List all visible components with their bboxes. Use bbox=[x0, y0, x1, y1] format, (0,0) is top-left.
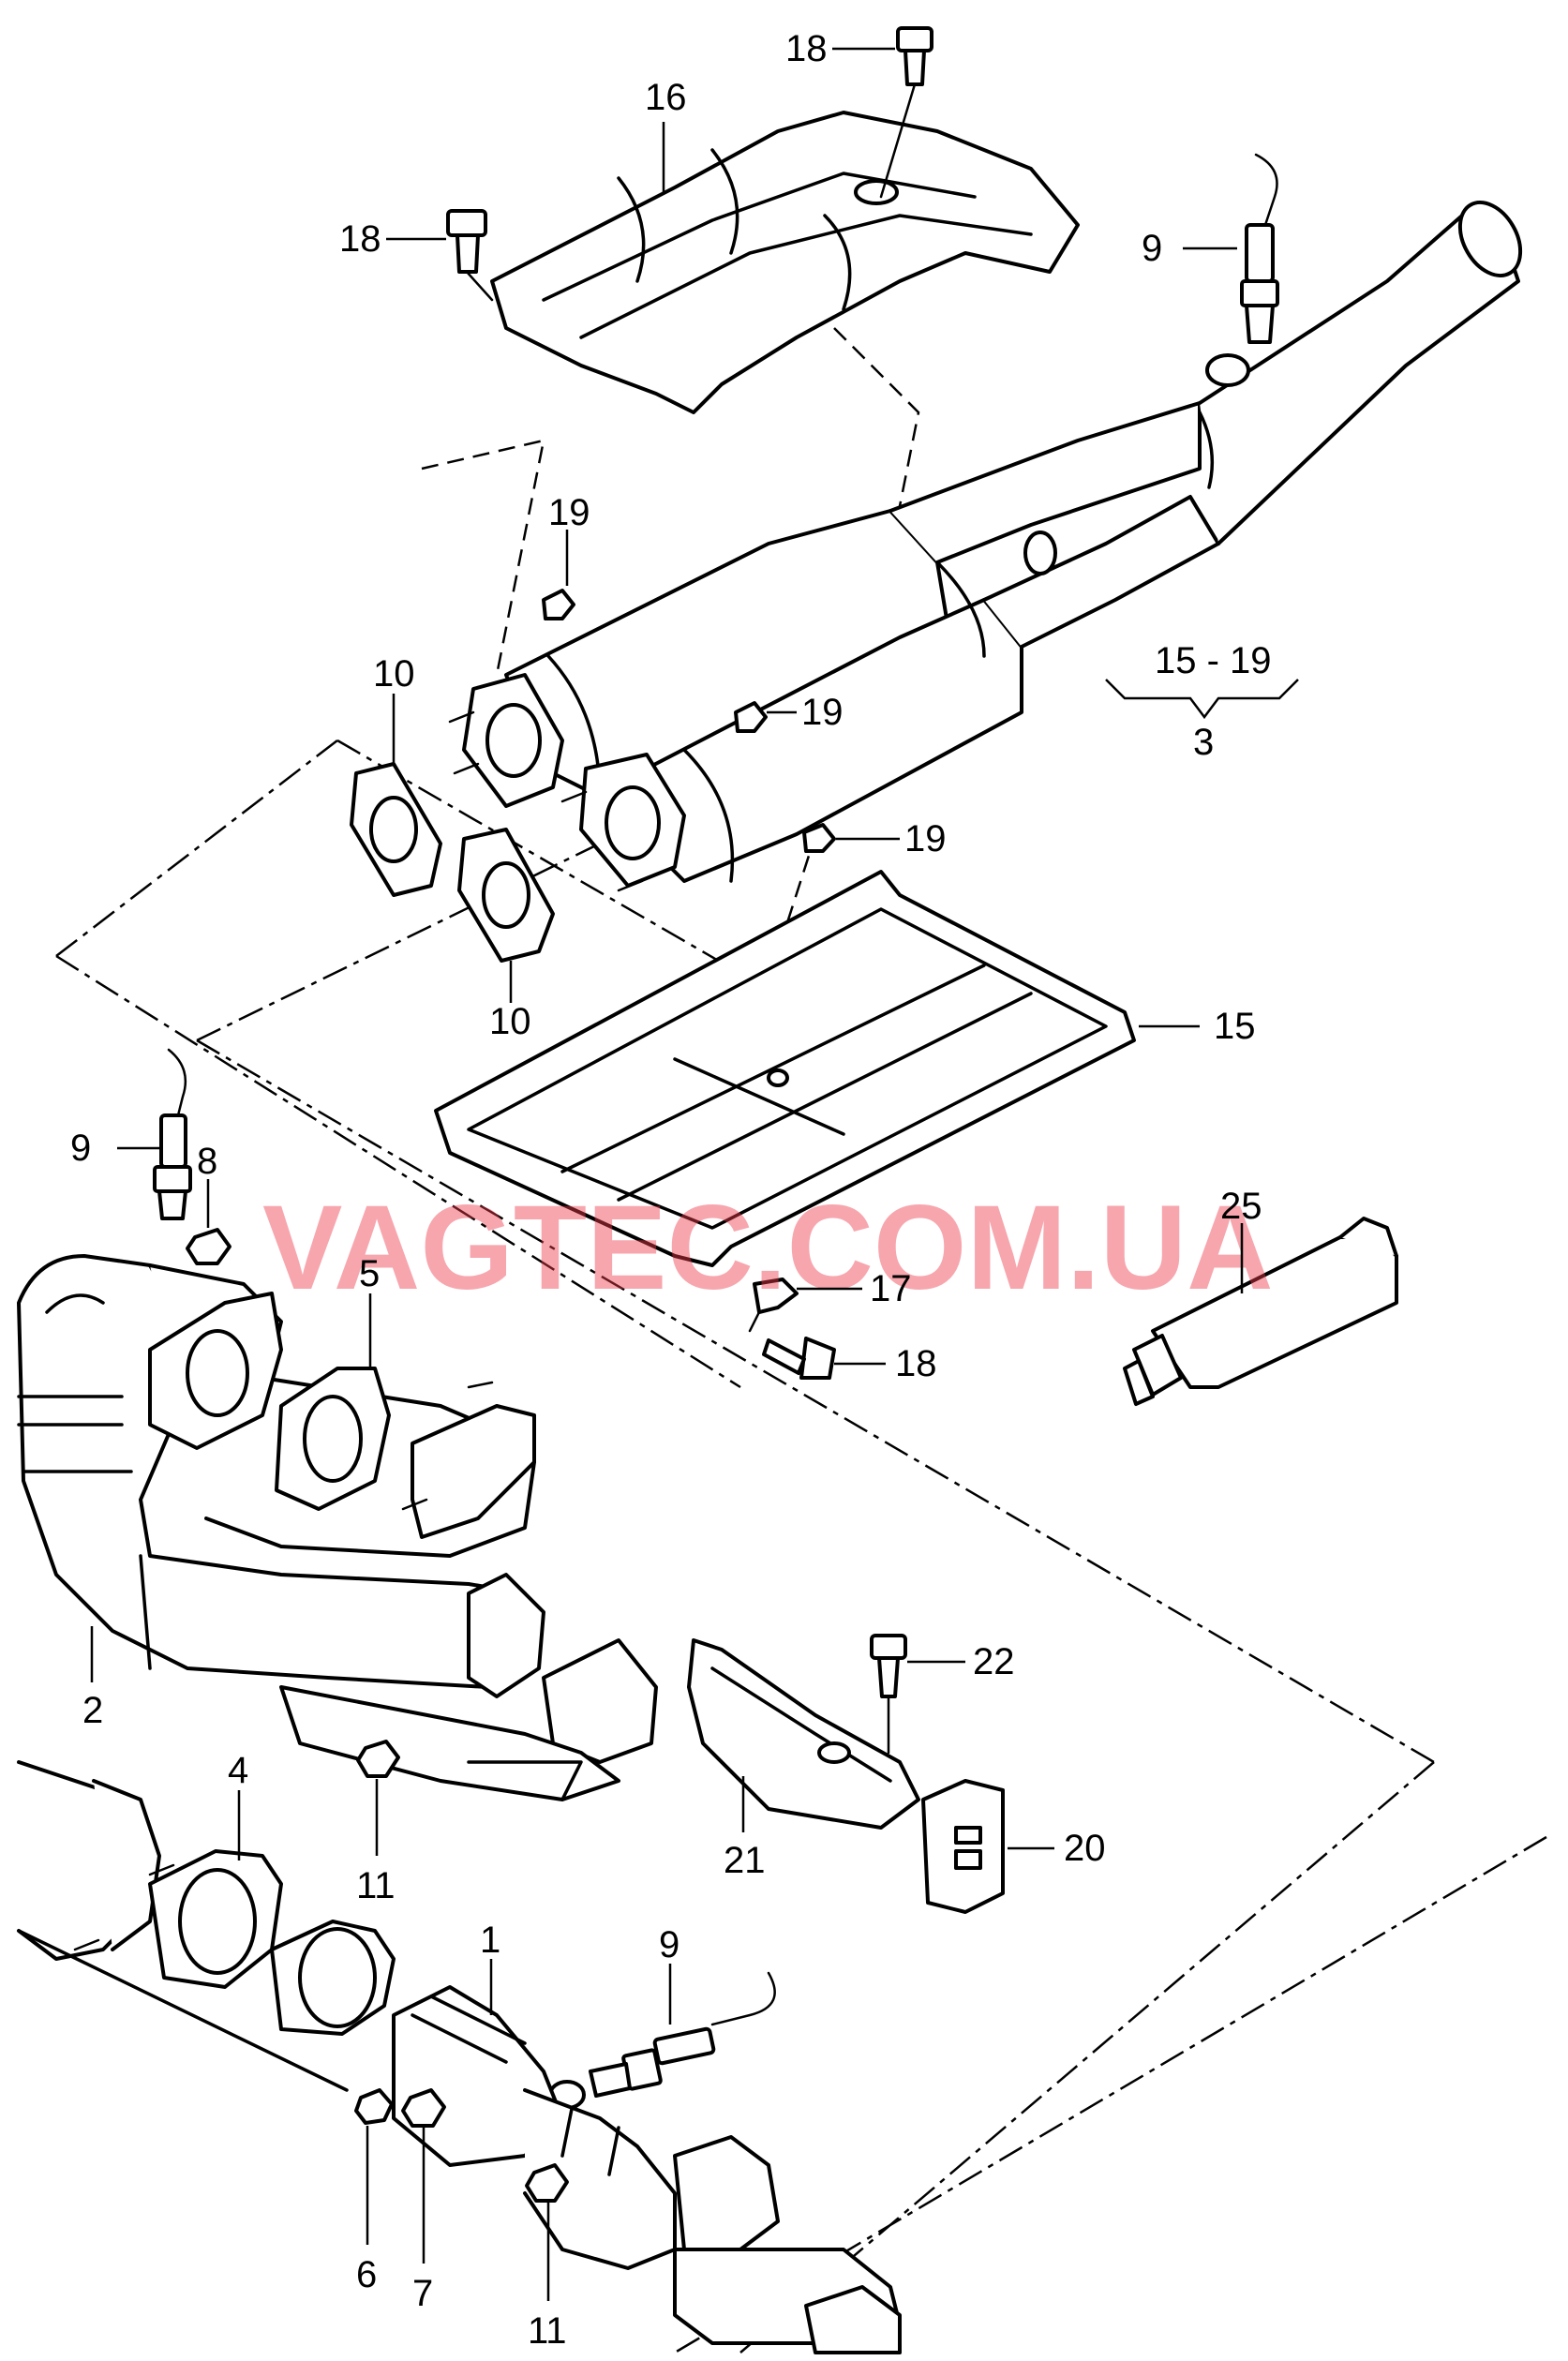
bolt-22 bbox=[870, 1634, 907, 1755]
bolt-18-bottom bbox=[762, 1337, 836, 1380]
gasket-5 bbox=[275, 1367, 391, 1511]
flange-catalyst-b bbox=[560, 753, 686, 892]
callout-2: 2 bbox=[82, 1690, 103, 1731]
callout-21: 21 bbox=[724, 1840, 766, 1881]
nut-11-lower bbox=[525, 2163, 569, 2203]
sealant-tube-25 bbox=[1123, 1217, 1398, 1406]
callout-18-bottom: 18 bbox=[895, 1343, 937, 1384]
flange-catalyst-a bbox=[448, 673, 564, 808]
oxygen-sensor-9-left bbox=[153, 1048, 192, 1220]
callout-6: 6 bbox=[356, 2254, 377, 2295]
oxygen-sensor-9-bottom bbox=[548, 1971, 776, 2110]
callout-5: 5 bbox=[359, 1253, 380, 1294]
callout-17: 17 bbox=[870, 1268, 912, 1309]
callout-15: 15 bbox=[1214, 1006, 1256, 1047]
underbody-shield-15 bbox=[434, 870, 1136, 1267]
callout-22: 22 bbox=[973, 1641, 1015, 1682]
callout-11-a: 11 bbox=[356, 1865, 396, 1906]
heat-shield-upper bbox=[490, 111, 1080, 414]
front-pipe-right-end bbox=[279, 1638, 658, 1801]
nut-7 bbox=[401, 2088, 446, 2128]
nut-19-a bbox=[542, 589, 575, 620]
gasket-4 bbox=[148, 1849, 283, 1989]
callout-20: 20 bbox=[1064, 1828, 1106, 1869]
callout-10-b: 10 bbox=[489, 1001, 531, 1042]
watermark-text: VAGTEC.COM.UA bbox=[262, 1181, 1274, 1315]
rubber-mount-20 bbox=[921, 1779, 1005, 1914]
gasket-10-a bbox=[350, 762, 442, 897]
gasket-10-b bbox=[457, 828, 555, 963]
bolt-18-left bbox=[446, 209, 494, 302]
nut-6 bbox=[354, 2088, 394, 2125]
callout-19-b: 19 bbox=[801, 692, 844, 733]
callout-7: 7 bbox=[412, 2273, 433, 2314]
callout-11-b: 11 bbox=[528, 2310, 567, 2352]
callout-10-a: 10 bbox=[373, 653, 415, 695]
flange-front-pipe-lower bbox=[467, 1573, 545, 1698]
catalytic-converter-1 bbox=[270, 1920, 902, 2354]
exhaust-pipe-left bbox=[17, 1760, 349, 2092]
callout-8: 8 bbox=[197, 1141, 217, 1182]
bracket-21 bbox=[687, 1638, 920, 1830]
clip-17 bbox=[748, 1278, 799, 1333]
callout-1: 1 bbox=[480, 1920, 500, 1961]
callout-4: 4 bbox=[228, 1750, 248, 1791]
callout-9-left: 9 bbox=[70, 1128, 91, 1169]
callout-labels: 18 16 18 9 19 19 19 10 10 15 - 19 3 15 9… bbox=[70, 28, 1272, 2352]
callout-16: 16 bbox=[645, 77, 687, 118]
leader-lines bbox=[90, 47, 1299, 2301]
flange-front-pipe-right bbox=[401, 1381, 536, 1539]
callout-3: 3 bbox=[1193, 722, 1214, 763]
nut-19-c bbox=[802, 823, 836, 853]
callout-9-top: 9 bbox=[1142, 228, 1162, 269]
oxygen-sensor-9-top bbox=[1205, 153, 1279, 387]
flange-front-pipe-upper bbox=[148, 1292, 283, 1450]
callout-25: 25 bbox=[1220, 1186, 1262, 1227]
callout-18-left: 18 bbox=[339, 218, 381, 260]
catalytic-converter-pair bbox=[504, 201, 1523, 883]
callout-18-top: 18 bbox=[785, 28, 828, 69]
callout-15-19: 15 - 19 bbox=[1155, 640, 1272, 681]
nut-11-upper bbox=[356, 1740, 400, 1778]
callout-19-a: 19 bbox=[548, 492, 590, 533]
nut-8 bbox=[186, 1228, 231, 1265]
callout-9-bottom: 9 bbox=[659, 1924, 679, 1965]
nut-19-b bbox=[734, 701, 768, 733]
bolt-18-top bbox=[879, 26, 933, 199]
callout-19-c: 19 bbox=[904, 818, 947, 859]
